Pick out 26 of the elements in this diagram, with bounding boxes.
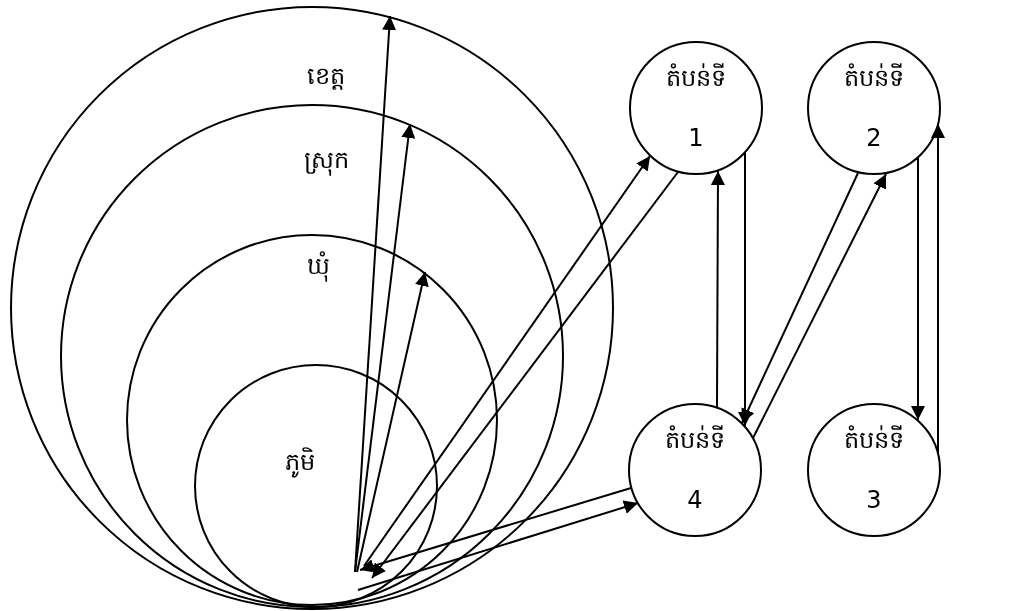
region-circle <box>60 104 564 608</box>
zone-label: តំបន់ទី 2 <box>844 62 904 154</box>
region-label: ខេត្ត <box>307 61 345 92</box>
region-label: ឃុំ <box>306 250 330 284</box>
zone-label: តំបន់ទី 3 <box>844 424 904 516</box>
arrow <box>363 155 651 567</box>
arrow <box>741 172 859 424</box>
arrow <box>354 123 416 573</box>
region-circle <box>807 403 941 537</box>
region-circle <box>807 41 941 175</box>
region-circle <box>629 41 763 175</box>
region-label: ភូមិ <box>285 446 315 480</box>
region-circle <box>194 364 438 608</box>
arrow <box>738 152 752 427</box>
arrow <box>710 170 725 408</box>
zone-label: តំបន់ទី 4 <box>665 424 725 516</box>
arrow <box>359 487 632 573</box>
region-circle <box>628 403 762 537</box>
region-label: ស្រុក <box>303 145 349 178</box>
arrow <box>911 157 925 421</box>
region-circle <box>126 234 498 606</box>
arrow <box>371 171 679 579</box>
zone-label: តំបន់ទី 1 <box>666 62 726 154</box>
arrow <box>357 500 639 591</box>
region-circle <box>10 6 614 610</box>
arrow <box>752 173 887 439</box>
